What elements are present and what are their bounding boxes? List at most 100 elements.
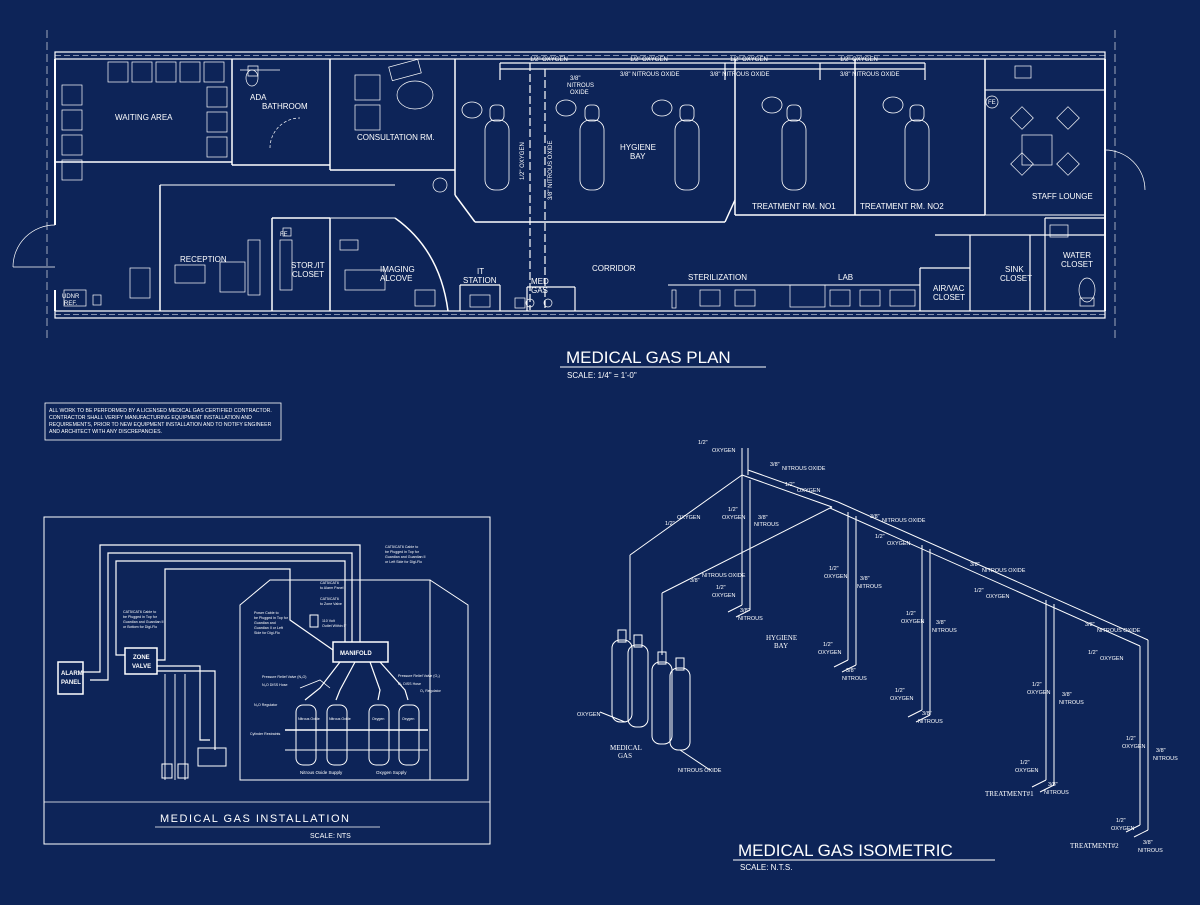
iso-drop2-three: 3/8"	[860, 576, 870, 582]
callout-alarm-cable-2: to Alarm Panel	[320, 586, 344, 590]
iso-half-5: 1/2"	[974, 588, 984, 594]
iso-nitrous-2: NITROUS OXIDE	[702, 573, 746, 579]
room-hygiene-bay-2: BAY	[630, 152, 646, 161]
iso-half-6: 1/2"	[1088, 650, 1098, 656]
room-airvac-2: CLOSET	[933, 293, 965, 302]
iso-medical-gas: MEDICAL	[610, 744, 642, 752]
callout-diss-n2o: N₂O DISS Hose	[262, 683, 288, 687]
callout-outlet-2: Outlet Within 5'	[322, 624, 347, 628]
o2-supply-label: Oxygen Supply	[376, 770, 407, 775]
iso-medical-gas-2: GAS	[618, 752, 632, 760]
iso-drop1-three: 3/8"	[758, 515, 768, 521]
room-airvac: AIR/VAC	[933, 284, 965, 293]
iso-drop2b-half: 1/2"	[823, 642, 833, 648]
iso-hygiene-bay-2: BAY	[774, 642, 788, 650]
room-water: WATER	[1063, 251, 1091, 260]
callout-prv-n2o: Pressure Relief Valve (N₂O)	[262, 675, 306, 679]
iso-top-three: 3/8"	[770, 462, 780, 468]
room-udnr: UDNR	[62, 294, 80, 300]
iso-three-4: 3/8"	[970, 562, 980, 568]
callout-power-2: be Plugged in Top for	[254, 616, 289, 620]
iso-drop4b-three: 3/8"	[1048, 782, 1058, 788]
installation-title: MEDICAL GAS INSTALLATION	[160, 813, 350, 825]
isometric-title: MEDICAL GAS ISOMETRIC	[738, 841, 953, 860]
iso-half-2: 1/2"	[785, 482, 795, 488]
callout-power-3: Guardian and	[254, 621, 276, 625]
iso-drop5b-nitrous: NITROUS	[1138, 848, 1163, 854]
plan-nitrous-vertical: 3/8" NITROUS OXIDE	[548, 141, 554, 200]
callout-zone-cable-1: CAT5/CAT6	[320, 597, 339, 601]
room-imaging-2: ALCOVE	[380, 274, 412, 283]
plan-oxygen-label: 1/2" OXYGEN	[530, 57, 568, 63]
iso-half-3: 1/2"	[665, 521, 675, 527]
iso-cyl-nitrous: NITROUS OXIDE	[678, 768, 722, 774]
room-med-gas-2: GAS	[531, 286, 548, 295]
manifold-label: MANIFOLD	[340, 651, 372, 657]
room-stor-closet-2: CLOSET	[292, 270, 324, 279]
plan-nitrous-drop-2: NITROUS	[567, 83, 594, 89]
iso-drop5b-oxygen: OXYGEN	[1111, 826, 1135, 832]
iso-drop3-oxygen: OXYGEN	[901, 619, 925, 625]
iso-drop1-half: 1/2"	[728, 507, 738, 513]
callout-cat5-right-3: Guardian and Guardian II	[385, 555, 426, 559]
iso-drop3-three: 3/8"	[936, 620, 946, 626]
room-sink-2: CLOSET	[1000, 274, 1032, 283]
room-water-2: CLOSET	[1061, 260, 1093, 269]
callout-cat5-zone-3: Guardian and Guardian II	[123, 620, 164, 624]
iso-treatment-2: TREATMENT#2	[1070, 842, 1119, 850]
callout-prv-o2: Pressure Relief Valve (O₂)	[398, 674, 440, 678]
plan-oxygen-label-2: 1/2" OXYGEN	[630, 57, 668, 63]
iso-drop4b-half: 1/2"	[1020, 760, 1030, 766]
room-treatment-2: TREATMENT RM. NO2	[860, 202, 944, 211]
room-corridor: CORRIDOR	[592, 264, 636, 273]
room-it: IT	[477, 267, 484, 276]
general-notes: ALL WORK TO BE PERFORMED BY A LICENSED M…	[44, 402, 282, 441]
iso-drop4-nitrous: NITROUS	[1059, 700, 1084, 706]
callout-reg-n2o: N₂O Regulator	[254, 703, 278, 707]
iso-top-half: 1/2"	[698, 440, 708, 446]
iso-drop2b-oxygen: OXYGEN	[818, 650, 842, 656]
callout-cat5-zone-4: or Bottom for Digi-Flo	[123, 625, 157, 629]
iso-drop2b-nitrous: NITROUS	[842, 676, 867, 682]
iso-oxygen-4: OXYGEN	[887, 541, 911, 547]
iso-drop5b-half: 1/2"	[1116, 818, 1126, 824]
iso-drop4-three: 3/8"	[1062, 692, 1072, 698]
iso-drop2-oxygen: OXYGEN	[824, 574, 848, 580]
iso-drop3b-half: 1/2"	[895, 688, 905, 694]
room-lab: LAB	[838, 273, 853, 282]
note-line-2: CONTRACTOR SHALL VERIFY MANUFACTURING EQ…	[49, 415, 252, 421]
iso-nitrous-4: NITROUS OXIDE	[982, 568, 1026, 574]
isometric-pipe-labels: 1/2" OXYGEN 3/8" NITROUS OXIDE 1/2" OXYG…	[577, 440, 1178, 854]
plan-nitrous-label-2: 3/8" NITROUS OXIDE	[710, 72, 769, 78]
iso-drop3b-three: 3/8"	[922, 711, 932, 717]
fire-extinguisher-label-2: FE	[988, 100, 996, 106]
iso-drop1b-oxygen: OXYGEN	[712, 593, 736, 599]
iso-oxygen-3: OXYGEN	[677, 515, 701, 521]
iso-drop4b-oxygen: OXYGEN	[1015, 768, 1039, 774]
iso-drop1b-half: 1/2"	[716, 585, 726, 591]
isometric-area-labels: MEDICAL GAS HYGIENE BAY TREATMENT#1 TREA…	[610, 634, 1119, 850]
callout-power-1: Power Cable to	[254, 611, 279, 615]
room-hygiene-bay: HYGIENE	[620, 143, 656, 152]
room-treatment-1: TREATMENT RM. NO1	[752, 202, 836, 211]
plan-oxygen-label-3: 1/2" OXYGEN	[730, 57, 768, 63]
iso-half-4: 1/2"	[875, 534, 885, 540]
plan-scale: SCALE: 1/4" = 1'-0"	[567, 371, 637, 380]
zone-valve-label: ZONE	[133, 655, 150, 661]
room-med-gas: MED	[531, 277, 549, 286]
iso-drop1-oxygen: OXYGEN	[722, 515, 746, 521]
floor-plan	[12, 30, 1146, 340]
plan-nitrous-drop-1: 3/8"	[570, 76, 580, 82]
room-staff-lounge: STAFF LOUNGE	[1032, 192, 1093, 201]
cylinder-n2o-2: Nitrous Oxide	[329, 717, 351, 721]
callout-power-4: Guardian II or Left	[254, 626, 283, 630]
iso-drop3-half: 1/2"	[906, 611, 916, 617]
note-line-4: AND ARCHITECT WITH ANY DISCREPANCIES.	[49, 429, 162, 435]
callout-cat5-right-2: be Plugged in Top for	[385, 550, 420, 554]
iso-drop3b-nitrous: NITROUS	[918, 719, 943, 725]
plan-title: MEDICAL GAS PLAN	[566, 348, 731, 367]
iso-three-3: 3/8"	[870, 514, 880, 520]
iso-drop3b-oxygen: OXYGEN	[890, 696, 914, 702]
callout-outlet-1: 110 Volt	[322, 619, 335, 623]
plan-nitrous-drop-3: OXIDE	[570, 90, 589, 96]
